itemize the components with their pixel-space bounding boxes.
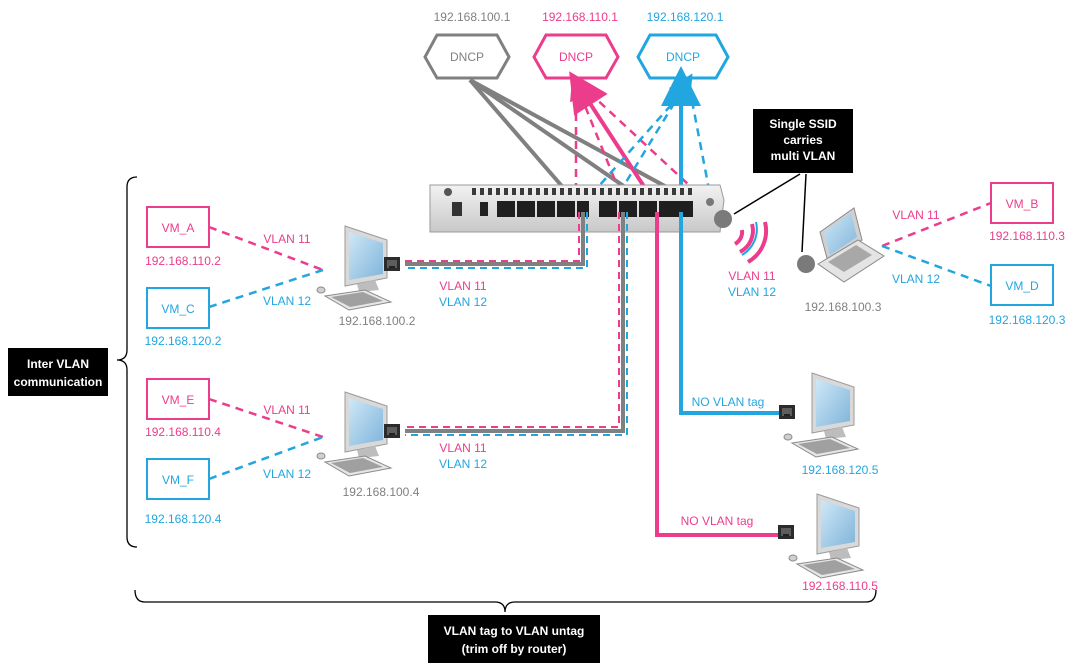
pc2-vlan12-label: VLAN 12 (263, 467, 311, 481)
vm-d: VM_D 192.168.120.3 (989, 264, 1066, 327)
dhcp-server-gray: 192.168.100.1 DNCP (423, 10, 511, 80)
vm-f-ip: 192.168.120.4 (145, 512, 222, 526)
pc1-vlan11-label: VLAN 11 (263, 232, 310, 246)
inter-line-2: communication (14, 375, 103, 389)
ssid-line-1: Single SSID (769, 117, 837, 131)
dhcp-server-pink: 192.168.110.1 DNCP (532, 10, 620, 80)
vm-e-name: VM_E (162, 393, 195, 407)
vm-d-ip: 192.168.120.3 (989, 313, 1066, 327)
vm-f-name: VM_F (162, 473, 194, 487)
vm-a: VM_A 192.168.110.2 (145, 206, 221, 268)
dhcp-pink-ip: 192.168.110.1 (542, 10, 618, 24)
pc1: 192.168.100.2 (316, 225, 416, 328)
vm-a-ip: 192.168.110.2 (145, 254, 221, 268)
trunk2-vlan12: VLAN 12 (439, 457, 487, 471)
laptop-vlan11-label: VLAN 11 (892, 208, 939, 222)
trunk-links (405, 212, 783, 537)
trunk1-vlan11: VLAN 11 (439, 279, 486, 293)
pc-untag-blue: 192.168.120.5 (779, 372, 879, 477)
untag-pink-ip: 192.168.110.5 (802, 579, 878, 593)
dhcp-server-blue: 192.168.120.1 DNCP (636, 10, 730, 80)
vm-e-ip: 192.168.110.4 (145, 425, 221, 439)
laptop-vlan12-label: VLAN 12 (892, 272, 940, 286)
vm-a-name: VM_A (162, 221, 195, 235)
untag-line-2: (trim off by router) (462, 642, 567, 656)
vm-links-left (208, 225, 324, 481)
wireless-antenna (714, 210, 769, 264)
vm-e: VM_E 192.168.110.4 (145, 378, 221, 439)
vm-links-right (881, 201, 992, 288)
vm-b-name: VM_B (1006, 197, 1039, 211)
vm-b: VM_B 192.168.110.3 (989, 182, 1065, 243)
ssid-callout: Single SSID carries multi VLAN (733, 109, 853, 253)
inter-vlan-callout: Inter VLAN communication (8, 348, 108, 396)
vm-d-name: VM_D (1005, 279, 1039, 293)
pc2-vlan11-label: VLAN 11 (263, 403, 310, 417)
trunk2-vlan11: VLAN 11 (439, 441, 486, 455)
inter-line-1: Inter VLAN (27, 357, 89, 371)
dhcp-pink-label: DNCP (559, 50, 593, 64)
dhcp-gray-label: DNCP (450, 50, 484, 64)
pc1-ip: 192.168.100.2 (339, 314, 416, 328)
vm-c-name: VM_C (161, 302, 195, 316)
vm-b-ip: 192.168.110.3 (989, 229, 1065, 243)
laptop-ip: 192.168.100.3 (805, 300, 882, 314)
bottom-brace (134, 589, 877, 613)
vm-c-ip: 192.168.120.2 (145, 334, 222, 348)
untag-blue-ip: 192.168.120.5 (802, 463, 879, 477)
vm-c: VM_C 192.168.120.2 (145, 287, 222, 348)
ssid-line-2: carries (783, 133, 823, 147)
untag-pink-label: NO VLAN tag (681, 514, 754, 528)
dhcp-blue-ip: 192.168.120.1 (647, 10, 724, 24)
left-brace (116, 176, 138, 548)
wifi-vlan11-label: VLAN 11 (728, 269, 775, 283)
dhcp-gray-ip: 192.168.100.1 (434, 10, 511, 24)
vm-f: VM_F 192.168.120.4 (145, 458, 222, 526)
pc2-ip: 192.168.100.4 (343, 485, 420, 499)
dhcp-blue-label: DNCP (666, 50, 700, 64)
pc2: 192.168.100.4 (316, 391, 420, 499)
untag-blue-label: NO VLAN tag (692, 395, 765, 409)
untag-line-1: VLAN tag to VLAN untag (444, 624, 585, 638)
pc-untag-pink: 192.168.110.5 (778, 493, 878, 593)
pc1-vlan12-label: VLAN 12 (263, 294, 311, 308)
wifi-vlan12-label: VLAN 12 (728, 285, 776, 299)
trunk1-vlan12: VLAN 12 (439, 295, 487, 309)
laptop: 192.168.100.3 (797, 207, 885, 314)
untag-callout: VLAN tag to VLAN untag (trim off by rout… (428, 615, 600, 663)
ssid-line-3: multi VLAN (771, 149, 836, 163)
